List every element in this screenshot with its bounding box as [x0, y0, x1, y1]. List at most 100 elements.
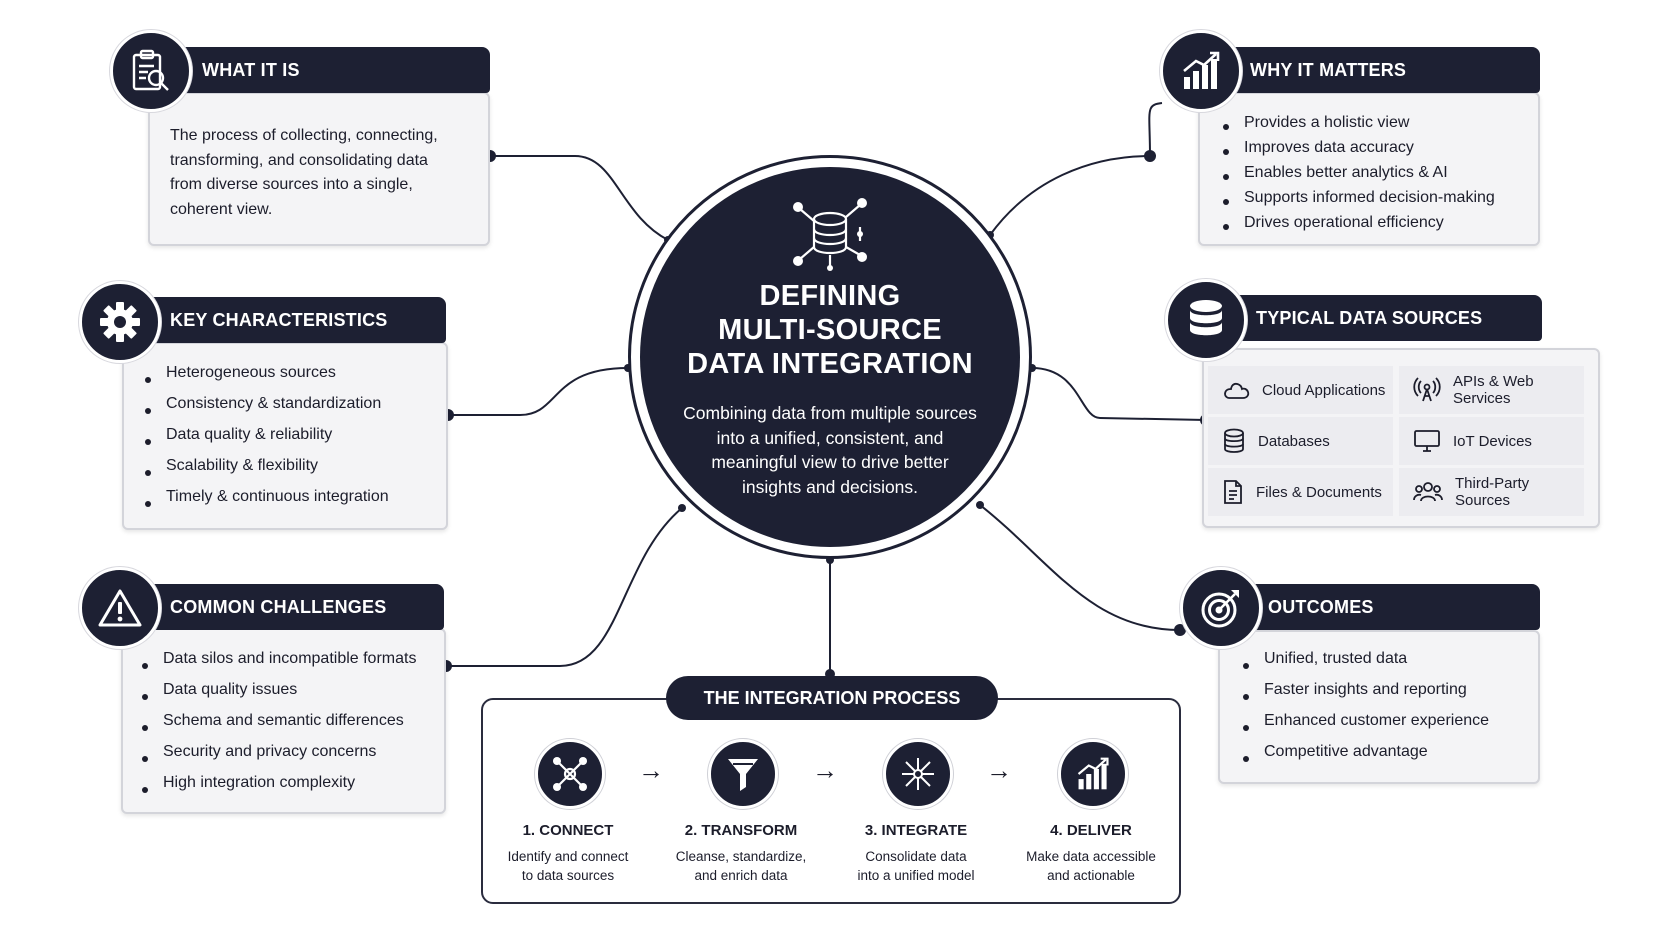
outcomes-header: OUTCOMES — [1222, 584, 1540, 630]
integration-process-panel — [481, 698, 1181, 904]
source-item: Cloud Applications — [1208, 366, 1393, 414]
common-challenges-badge — [79, 567, 161, 649]
list-item: Scalability & flexibility — [142, 457, 389, 488]
step-description-line: Cleanse, standardize, — [675, 849, 807, 864]
outcomes-list: Unified, trusted data Faster insights an… — [1240, 650, 1489, 774]
list-item: Data quality & reliability — [142, 426, 389, 457]
step-description: Identify and connect to data sources — [478, 847, 658, 885]
list-item: Drives operational efficiency — [1220, 214, 1495, 239]
step-description-line: into a unified model — [857, 868, 975, 883]
list-item: Security and privacy concerns — [139, 743, 416, 774]
cloud-icon — [1224, 382, 1250, 399]
step-description-line: Consolidate data — [865, 849, 967, 864]
step-transform-icon-badge — [708, 739, 778, 809]
list-item: Data silos and incompatible formats — [139, 650, 416, 681]
hub-title-line: DEFINING — [759, 280, 901, 312]
step-connect-icon-badge — [535, 739, 605, 809]
step-title: 3. INTEGRATE — [864, 822, 968, 839]
source-label: Cloud Applications — [1262, 381, 1386, 399]
list-item: Heterogeneous sources — [142, 364, 389, 395]
step-description-line: Make data accessible — [1026, 849, 1156, 864]
key-characteristics-list: Heterogeneous sources Consistency & stan… — [142, 364, 389, 519]
common-challenges-title: COMMON CHALLENGES — [170, 596, 387, 617]
step-deliver-icon-badge — [1058, 739, 1128, 809]
growth-chart-icon — [1077, 757, 1109, 790]
step-description-line: to data sources — [521, 868, 615, 883]
list-item: Enhanced customer experience — [1240, 712, 1489, 743]
source-label: IoT Devices — [1453, 432, 1532, 450]
why-it-matters-badge — [1160, 30, 1242, 112]
what-it-is-header: WHAT IT IS — [152, 47, 490, 93]
filter-funnel-icon — [728, 759, 758, 791]
why-it-matters-header: WHY IT MATTERS — [1200, 47, 1540, 93]
list-item: Supports informed decision-making — [1220, 189, 1495, 214]
source-label: APIs & Web Services — [1453, 373, 1534, 407]
clipboard-search-icon — [132, 49, 169, 91]
list-item: Unified, trusted data — [1240, 650, 1489, 681]
integration-process-header: THE INTEGRATION PROCESS — [666, 676, 998, 720]
monitor-icon — [1414, 430, 1440, 452]
source-label: Files & Documents — [1256, 483, 1382, 501]
step-description-line: and enrich data — [694, 868, 788, 883]
what-it-is-badge — [110, 30, 192, 112]
hub-title-line: MULTI-SOURCE — [718, 314, 942, 346]
key-characteristics-header: KEY CHARACTERISTICS — [126, 297, 446, 343]
step-description-line: and actionable — [1047, 868, 1135, 883]
outcomes-badge — [1180, 567, 1262, 649]
step-description: Make data accessible and actionable — [1001, 847, 1181, 885]
what-it-is-description: The process of collecting, connecting, t… — [170, 127, 438, 218]
what-it-is-panel: The process of collecting, connecting, t… — [148, 92, 490, 246]
outcomes-panel: Unified, trusted data Faster insights an… — [1218, 630, 1540, 784]
list-item: Improves data accuracy — [1220, 139, 1495, 164]
source-label: Databases — [1258, 432, 1330, 450]
step-description-line: Identify and connect — [507, 849, 629, 864]
typical-sources-header: TYPICAL DATA SOURCES — [1202, 295, 1542, 341]
source-label: Third-Party Sources — [1455, 475, 1530, 509]
target-icon — [1201, 590, 1239, 628]
hub-description: Combining data from multiple sources int… — [683, 403, 977, 497]
network-nodes-icon — [553, 757, 587, 791]
list-item: Data quality issues — [139, 681, 416, 712]
step-description: Cleanse, standardize, and enrich data — [651, 847, 831, 885]
typical-sources-badge — [1165, 279, 1247, 361]
document-icon — [1224, 480, 1242, 504]
list-item: Faster insights and reporting — [1240, 681, 1489, 712]
arrow-icon: → — [638, 755, 664, 785]
converge-icon — [902, 758, 934, 790]
source-item: Files & Documents — [1208, 468, 1393, 516]
key-characteristics-panel: Heterogeneous sources Consistency & stan… — [122, 342, 448, 530]
source-item: IoT Devices — [1399, 417, 1584, 465]
list-item: Consistency & standardization — [142, 395, 389, 426]
antenna-icon — [1413, 377, 1441, 402]
list-item: Enables better analytics & AI — [1220, 164, 1495, 189]
step-title: 4. DELIVER — [1050, 822, 1132, 839]
step-title: 2. TRANSFORM — [684, 822, 798, 839]
typical-sources-title: TYPICAL DATA SOURCES — [1256, 307, 1483, 328]
key-characteristics-badge — [79, 281, 161, 363]
hub-title-line: DATA INTEGRATION — [687, 348, 973, 380]
arrow-icon: → — [986, 755, 1012, 785]
list-item: Provides a holistic view — [1220, 114, 1495, 139]
hub-title: DEFINING MULTI-SOURCE DATA INTEGRATION — [640, 279, 1020, 381]
database-icon — [1190, 300, 1222, 336]
step-integrate-icon-badge — [883, 739, 953, 809]
key-characteristics-title: KEY CHARACTERISTICS — [170, 309, 388, 330]
list-item: Schema and semantic differences — [139, 712, 416, 743]
common-challenges-header: COMMON CHALLENGES — [126, 584, 444, 630]
growth-chart-icon — [1183, 51, 1220, 89]
database-network-icon — [793, 198, 867, 271]
list-item: High integration complexity — [139, 774, 416, 805]
typical-sources-panel: Cloud Applications APIs & Web Services D… — [1202, 348, 1600, 528]
warning-icon — [98, 589, 142, 627]
arrow-icon: → — [812, 755, 838, 785]
what-it-is-title: WHAT IT IS — [202, 59, 300, 80]
source-item: APIs & Web Services — [1399, 366, 1584, 414]
why-it-matters-title: WHY IT MATTERS — [1250, 59, 1407, 80]
people-icon — [1413, 482, 1443, 502]
step-description: Consolidate data into a unified model — [826, 847, 1006, 885]
gear-icon — [100, 302, 140, 342]
source-item: Third-Party Sources — [1399, 468, 1584, 516]
why-it-matters-panel: Provides a holistic view Improves data a… — [1198, 92, 1540, 246]
source-item: Databases — [1208, 417, 1393, 465]
step-title: 1. CONNECT — [522, 822, 614, 839]
